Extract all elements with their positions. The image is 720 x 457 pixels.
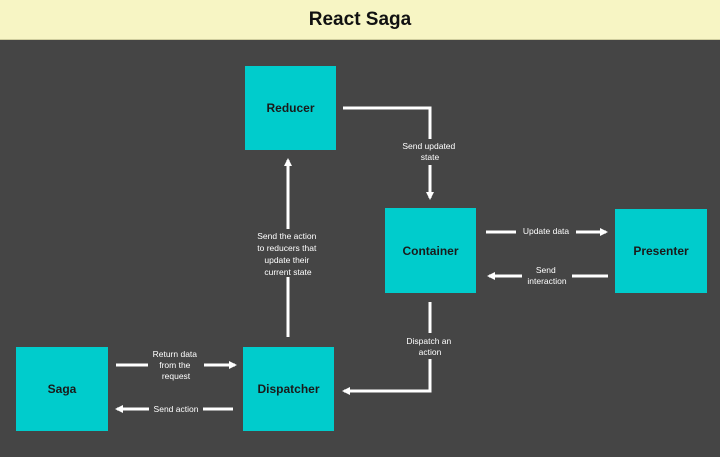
edge-label-return-data: Return data from the request (153, 349, 200, 381)
title-bar: React Saga (0, 0, 720, 40)
edge-label-send-to-reducers: Send the action to reducers that update … (257, 231, 318, 277)
edge-label-send-interaction: Send interaction (527, 265, 566, 286)
arrow-container-to-dispatcher (342, 302, 432, 395)
label-backdrop (148, 348, 204, 384)
label-backdrop (252, 229, 324, 277)
label-backdrop (398, 139, 462, 165)
edge-label-dispatch-action: Dispatch an action (406, 336, 453, 357)
node-dispatcher: Dispatcher (243, 347, 334, 431)
node-saga-label: Saga (48, 382, 77, 396)
label-backdrop (149, 402, 203, 415)
node-container: Container (385, 208, 476, 293)
node-dispatcher-label: Dispatcher (257, 382, 319, 396)
label-backdrop (522, 264, 572, 289)
node-reducer-label: Reducer (266, 101, 314, 115)
label-backdrop (516, 225, 576, 238)
edge-label-send-updated-state: Send updated state (402, 141, 457, 162)
diagram-title: React Saga (308, 8, 412, 30)
node-presenter-label: Presenter (633, 244, 689, 258)
node-saga: Saga (16, 347, 108, 431)
arrow-reducer-to-container (343, 106, 434, 200)
node-reducer: Reducer (245, 66, 336, 150)
edge-label-update-data: Update data (523, 226, 570, 236)
node-presenter: Presenter (615, 209, 707, 293)
label-backdrop (401, 333, 459, 359)
node-container-label: Container (402, 244, 458, 258)
edge-label-send-action: Send action (154, 404, 199, 414)
